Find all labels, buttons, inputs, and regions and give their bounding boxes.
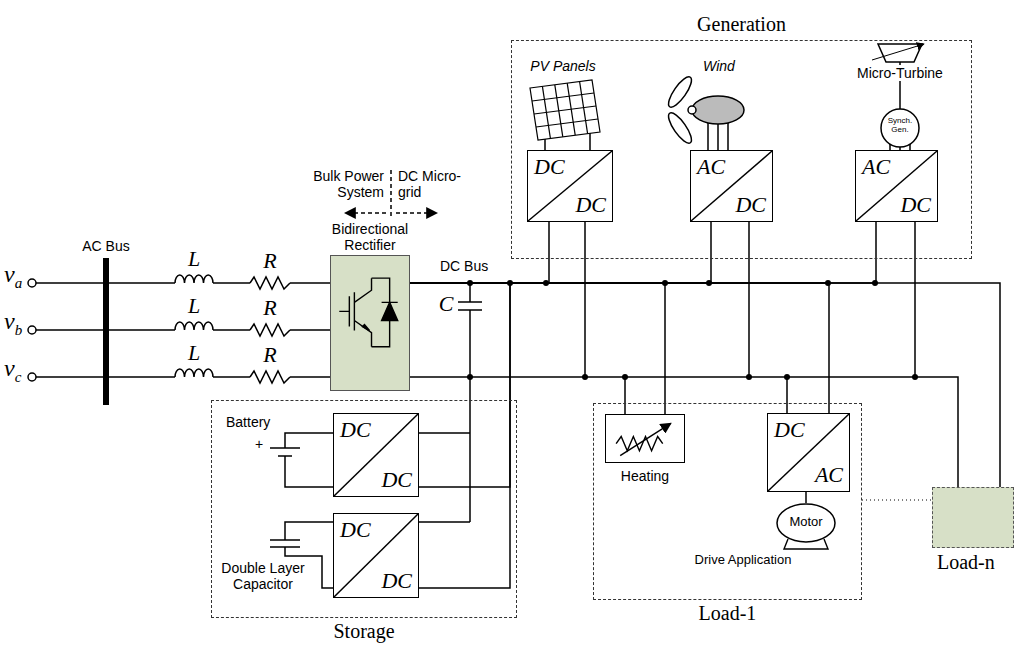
phase-voltage: vc [4,356,30,385]
converter-type: AC [815,464,843,486]
converter-type: DC [340,419,371,441]
converter-type: AC [862,156,890,178]
converter-type: DC [575,194,606,216]
boundary-note: Bulk Power System [292,168,384,200]
inductor-label: L [183,294,205,317]
bus-wire [410,283,510,487]
resistor-label: R [259,249,281,272]
bus-label: DC Bus [440,258,500,274]
bus-wire [410,222,549,283]
source-label: Wind [694,58,744,74]
inductor-label: L [183,341,205,364]
node-label: Bidirectional Rectifier [305,221,435,253]
converter-type: AC [697,156,725,178]
resistor-label: R [259,343,281,366]
inductor-label: L [183,247,205,270]
converter-type: DC [900,194,931,216]
load-label: Drive Application [688,553,798,568]
bus-wire [410,283,829,413]
storage-label: Battery [226,414,282,430]
converter-box: DC AC [767,413,850,492]
converter-type: DC [340,519,371,541]
motor-symbol: Motor [776,503,836,543]
symbol-outline [606,415,684,462]
phase-voltage: vb [4,309,30,338]
ac-bus-bar [103,258,109,405]
group-heading: Generation [512,13,971,35]
bus-label: AC Bus [76,238,136,254]
node-label: Motor [776,515,836,530]
source-label: Micro-Turbine [848,65,952,81]
converter-type: DC [381,469,412,491]
bus-wire [410,283,665,414]
converter-type: DC [735,194,766,216]
capacitor-label: C [436,292,456,315]
group-heading: Storage [212,620,516,642]
boundary-note: DC Micro-grid [398,168,476,200]
rectifier-box: Bidirectional Rectifier [330,255,410,391]
converter-box: AC DC [690,150,773,222]
converter-box: AC DC [855,150,938,222]
storage-label: Double Layer Capacitor [218,560,308,592]
bus-wire [805,492,807,503]
heater-box: Heating [605,414,685,463]
converter-type: DC [534,156,565,178]
source-label: PV Panels [518,58,608,74]
converter-box: DC DC [333,413,419,497]
bus-wire [410,283,1000,487]
load-box: Load-n [932,487,1014,548]
bus-wire [410,222,876,283]
phase-voltage: va [4,262,30,291]
bus-wire [410,222,711,283]
generator-label: Synch. Gen. [880,117,920,135]
resistor-label: R [259,296,281,319]
node-label: Heating [596,468,694,484]
group-heading: Load-1 [594,602,861,624]
group-region: Load-1HeatingDCACMotor [593,403,862,600]
converter-box: DC DC [333,513,419,598]
converter-type: DC [381,570,412,592]
bus-wire [410,283,510,588]
symbol-outline [331,256,409,390]
polarity-sign: + [252,436,266,452]
converter-box: DC DC [527,150,613,222]
converter-type: DC [774,419,805,441]
node-label: Load-n [937,551,995,574]
